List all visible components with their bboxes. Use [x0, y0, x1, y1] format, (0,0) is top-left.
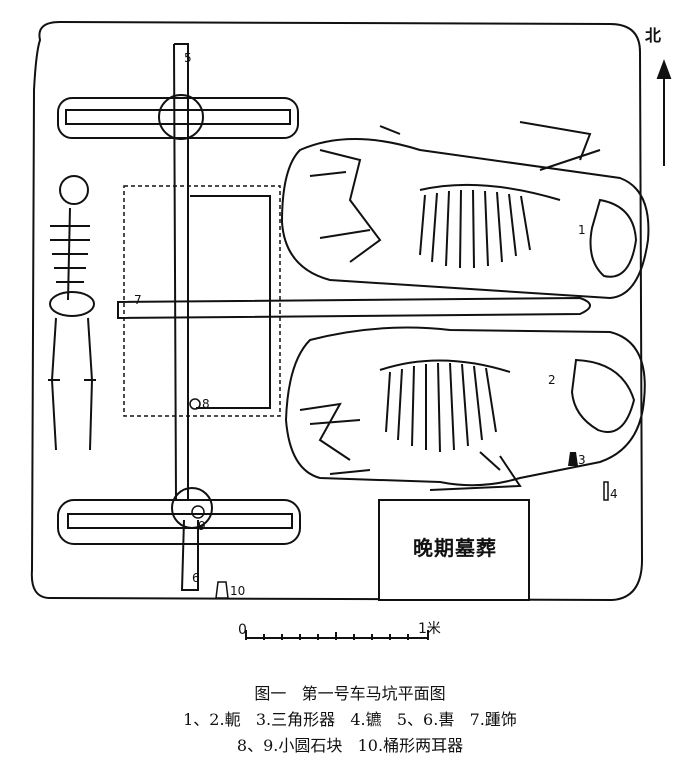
legend-line-1: 1、2.軛 3.三角形器 4.镳 5、6.軎 7.踵饰	[183, 710, 517, 729]
scale-end-label: 1米	[418, 621, 441, 637]
upper-wheel	[57, 94, 299, 140]
axle	[173, 43, 199, 591]
figure-title: 图一 第一号车马坑平面图	[254, 684, 446, 703]
late-tomb-box	[378, 499, 530, 601]
marker-1: 1	[578, 223, 586, 237]
pit-outline	[30, 20, 644, 602]
lower-wheel	[57, 487, 301, 545]
scale-bar	[245, 630, 429, 640]
marker-10: 10	[230, 584, 245, 598]
horse-enclosure-north	[280, 138, 650, 300]
marker-3: 3	[578, 453, 586, 467]
marker-9: 9	[198, 519, 206, 533]
horse-skeleton-north	[309, 121, 638, 278]
carriage-box	[123, 185, 281, 417]
bucket-vessel-10	[215, 581, 229, 599]
triangle-object-3	[568, 452, 578, 466]
north-arrow-icon	[656, 59, 672, 166]
marker-5: 5	[184, 51, 192, 65]
marker-4: 4	[610, 487, 618, 501]
horse-enclosure-south	[284, 326, 646, 487]
north-label: 北	[645, 26, 662, 45]
horse-skeleton-south	[299, 358, 636, 491]
cheekpiece-4	[603, 481, 609, 501]
stone-8	[189, 398, 201, 410]
human-skeleton	[48, 175, 96, 451]
legend-line-2: 8、9.小圆石块 10.桶形两耳器	[236, 736, 464, 755]
carriage-inner	[190, 195, 271, 409]
scale-zero-label: 0	[238, 622, 247, 638]
shaft-pole	[117, 296, 591, 320]
late-tomb-label: 晚期墓葬	[413, 536, 497, 560]
marker-6: 6	[192, 571, 200, 585]
stone-9	[191, 505, 205, 519]
marker-7: 7	[134, 293, 142, 307]
marker-8: 8	[202, 397, 210, 411]
marker-2: 2	[548, 373, 556, 387]
